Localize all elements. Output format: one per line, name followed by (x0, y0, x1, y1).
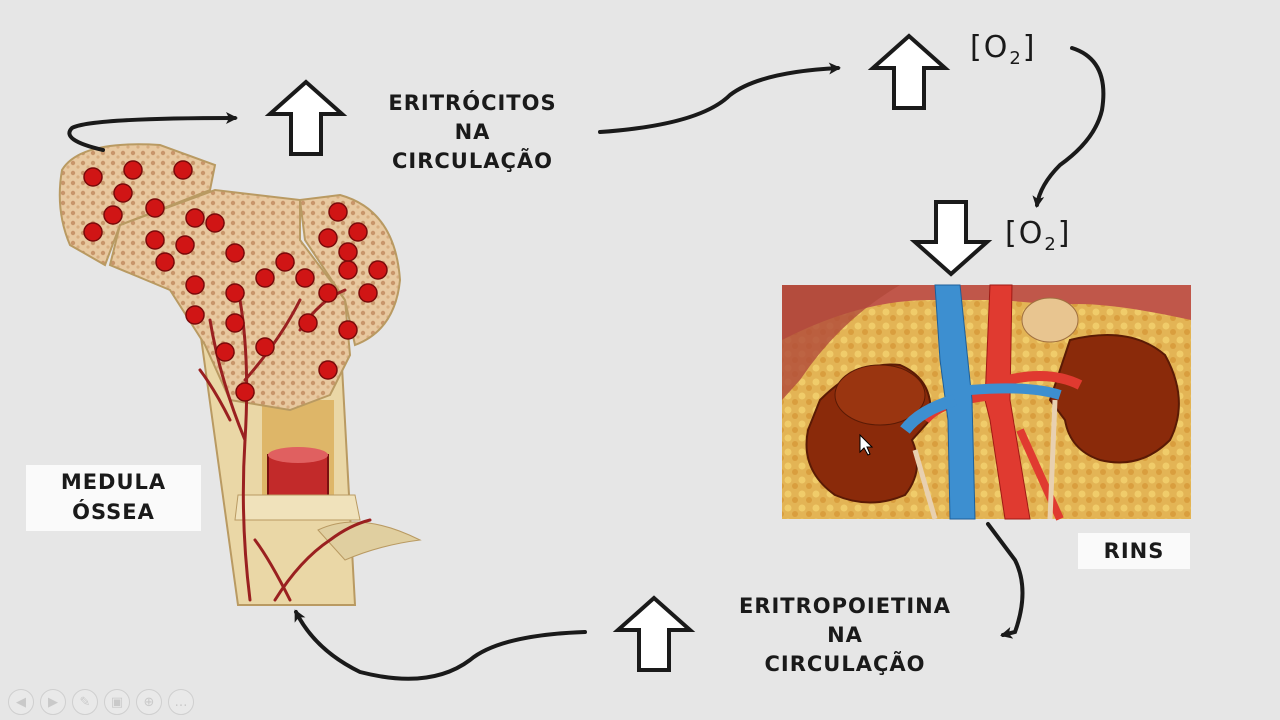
o2-concentration-low: [O2] (1005, 216, 1072, 255)
o2-subscript: 2 (1009, 48, 1023, 69)
label-bone-marrow: MEDULA ÓSSEA (26, 465, 201, 531)
label-bone-marrow-line1: MEDULA (60, 470, 167, 494)
increase-o2-icon (871, 34, 947, 110)
flow-arrows (67, 46, 1106, 681)
o2-symbol: O (983, 30, 1010, 65)
label-erythrocytes-line3: CIRCULAÇÃO (391, 149, 553, 173)
bone-illustration (58, 143, 422, 606)
increase-epo-icon (616, 596, 692, 672)
next-arrow-icon[interactable]: ▶ (40, 689, 66, 715)
red-blood-cells (83, 160, 388, 402)
zoom-icon[interactable]: ⊕ (136, 689, 162, 715)
o2-subscript: 2 (1044, 234, 1058, 255)
label-kidneys-text: RINS (1103, 539, 1165, 563)
label-erythropoietin: ERITROPOIETINA NA CIRCULAÇÃO (700, 592, 990, 679)
o2-symbol: O (1018, 216, 1045, 251)
label-erythrocytes-line2: NA (454, 120, 491, 144)
label-erythrocytes-line1: ERITRÓCITOS (388, 91, 557, 115)
label-bone-marrow-line2: ÓSSEA (72, 500, 155, 524)
presentation-toolbar: ◀ ▶ ✎ ▣ ⊕ … (8, 689, 194, 715)
label-erythropoietin-line1: ERITROPOIETINA (738, 594, 952, 618)
arrow-erythrocytes-to-o2 (598, 62, 841, 134)
mouse-cursor-icon (859, 433, 874, 456)
label-kidneys: RINS (1078, 533, 1190, 569)
slides-icon[interactable]: ▣ (104, 689, 130, 715)
bone-vessels (198, 288, 372, 602)
arrow-epo-to-bone (294, 609, 587, 681)
prev-arrow-icon[interactable]: ◀ (8, 689, 34, 715)
increase-erythrocytes-icon (268, 80, 344, 156)
arrow-kidney-to-epo (986, 522, 1025, 639)
o2-concentration-high: [O2] (970, 30, 1037, 69)
more-icon[interactable]: … (168, 689, 194, 715)
right-kidney (1048, 334, 1180, 464)
arrow-o2-high-to-low (1032, 46, 1106, 208)
label-erythropoietin-line2: NA (827, 623, 863, 647)
decrease-o2-icon (913, 200, 989, 276)
label-erythrocytes: ERITRÓCITOS NA CIRCULAÇÃO (355, 89, 590, 176)
arrow-bone-to-erythrocytes (67, 112, 238, 152)
aorta (984, 284, 1031, 520)
pen-icon[interactable]: ✎ (72, 689, 98, 715)
kidneys-illustration (782, 284, 1191, 521)
label-erythropoietin-line3: CIRCULAÇÃO (764, 652, 926, 676)
